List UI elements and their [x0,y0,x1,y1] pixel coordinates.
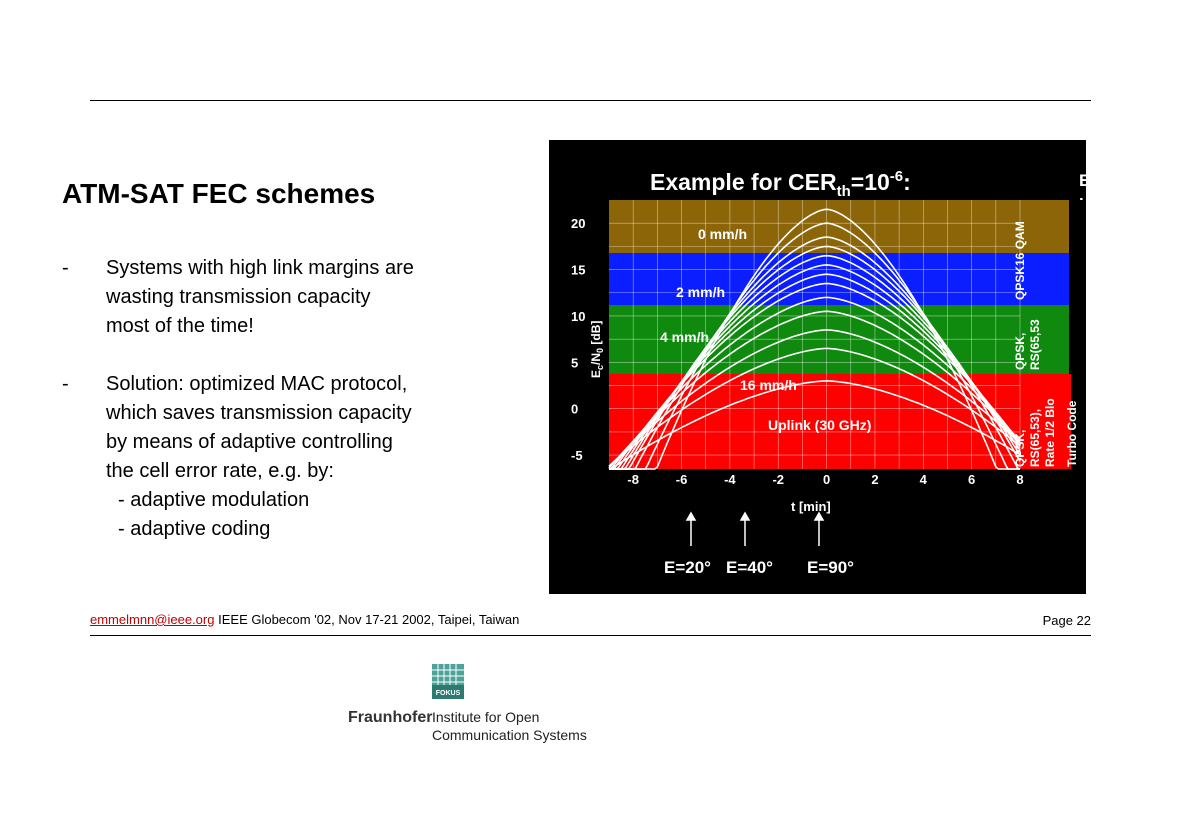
curve-12 [608,380,1021,470]
elevation-e20: E=20° [664,558,711,577]
rain-label-16: 16 mm/h [740,377,797,393]
arrow-head-e40 [739,511,751,521]
x-axis-label: t [min] [791,499,831,514]
top-rule [90,100,1091,101]
curve-9 [608,310,1021,469]
fokus-grid-icon [432,664,464,699]
scheme-rs-b: RS(65,53), [1028,409,1042,467]
arrow-head-e20 [685,511,697,521]
y-tick-5: 5 [571,355,578,370]
y-axis-label: Ec/N0 [dB] [589,321,605,378]
x-tick--6: -6 [676,472,688,487]
elevation-e90: E=90° [807,558,854,577]
rain-label-4: 4 mm/h [660,329,709,345]
figure-title: Example for CERth=10-6: [650,168,911,200]
x-tick-6: 6 [968,472,975,487]
footer-conference: IEEE Globecom '02, Nov 17-21 2002, Taipe… [218,612,520,627]
clipped-text-1: E [1079,171,1086,190]
y-tick--5: -5 [571,448,583,463]
y-tick-15: 15 [571,263,585,278]
link-label: Uplink (30 GHz) [768,417,871,433]
rain-label-2: 2 mm/h [676,284,725,300]
fec-figure: Example for CERth=10-6: E l c QPSK16 QAM… [549,140,1086,594]
fokus-logo: FOKUS Fraunhofer Institute for Open Comm… [348,664,587,743]
scheme-rate: Rate 1/2 Blo [1043,398,1057,467]
band-right-gap [1069,200,1086,374]
bullet-2: - Solution: optimized MAC protocol, whic… [62,373,412,482]
logo-org: Fraunhofer [348,709,432,726]
y-tick-labels: 20 15 10 5 0 -5 [571,216,585,463]
fokus-badge-text: FOKUS [436,690,461,697]
bullet-1: - Systems with high link margins are was… [62,257,414,337]
y-tick-0: 0 [571,402,578,417]
elevation-arrows [685,511,825,546]
elevation-e40: E=40° [726,558,773,577]
x-tick-4: 4 [920,472,928,487]
sub-item-coding: - adaptive coding [118,518,271,540]
curve-10 [608,329,1021,468]
slide-title: ATM-SAT FEC schemes [62,178,376,209]
bottom-rule [90,635,1091,636]
footer: emmelmnn@ieee.org IEEE Globecom '02, Nov… [90,612,519,627]
curve-11 [608,347,1021,467]
scheme-qpsk-b: QPSK, [1013,430,1027,467]
logo-line2: Communication Systems [432,727,587,743]
x-tick--2: -2 [772,472,784,487]
curve-7 [609,282,1021,470]
x-tick-8: 8 [1016,472,1023,487]
scheme-16qam: QPSK16 QAM [1013,221,1027,300]
x-tick-0: 0 [823,472,830,487]
scheme-rs-a: RS(65,53 [1028,319,1042,370]
scheme-qpsk-a: QPSK, [1013,333,1027,370]
sub-item-modulation: - adaptive modulation [118,489,310,511]
page-number: Page 22 [1042,613,1091,628]
scheme-turbo: Turbo Code [1065,400,1079,467]
curve-8 [608,296,1021,470]
fec-chart: Example for CERth=10-6: E l c QPSK16 QAM… [571,168,1086,577]
chart-curves [608,208,1021,470]
fraunhofer-logo: FOKUS Fraunhofer Institute for Open Comm… [348,664,588,753]
rain-label-0: 0 mm/h [698,226,747,242]
y-tick-20: 20 [571,216,585,231]
logo-line1: Institute for Open [432,709,539,725]
x-tick--4: -4 [724,472,736,487]
curve-0 [609,208,1020,470]
band-qpsk-rs [609,253,1071,305]
y-tick-10: 10 [571,309,585,324]
footer-email-link[interactable]: emmelmnn@ieee.org [90,612,215,627]
x-tick-2: 2 [871,472,878,487]
arrow-head-e90 [813,511,825,521]
x-tick-labels: -8 -6 -4 -2 0 2 4 6 8 [627,472,1023,487]
x-tick--8: -8 [627,472,639,487]
bullet-list: - Systems with high link margins are was… [62,254,414,544]
